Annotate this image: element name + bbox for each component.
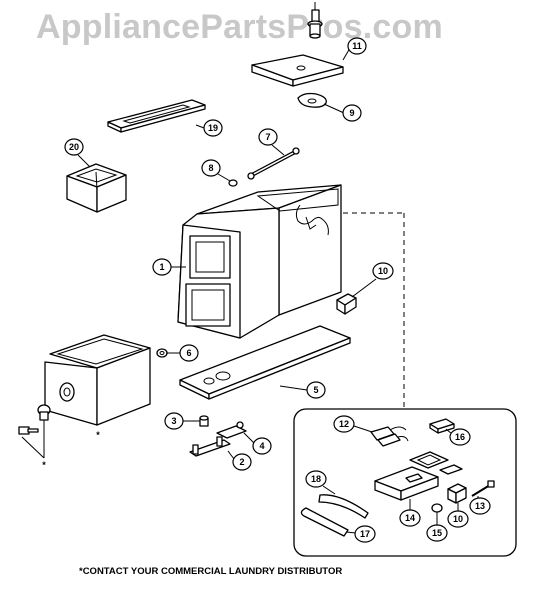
part-1-main-cabinet: [177, 184, 342, 339]
footer-note: *CONTACT YOUR COMMERCIAL LAUNDRY DISTRIB…: [79, 566, 343, 577]
part-19-slot-plate: [107, 99, 206, 133]
dashed-connector: [343, 212, 405, 409]
callout-9-label: 9: [349, 108, 354, 118]
callout-13: 13: [469, 496, 491, 515]
part-10-bracket-upper: [336, 293, 357, 315]
callout-1-label: 1: [159, 262, 164, 272]
part-16-connector: [429, 418, 455, 434]
callout-5-label: 5: [313, 385, 318, 395]
part-6-nut: [156, 348, 168, 358]
callout-16: 16: [445, 428, 471, 446]
callout-18: 18: [305, 470, 336, 495]
callout-17-label: 17: [360, 529, 370, 539]
callout-12-label: 12: [339, 419, 349, 429]
callout-16-label: 16: [455, 432, 465, 442]
callout-6-label: 6: [186, 348, 191, 358]
callout-4-label: 4: [259, 441, 264, 451]
callout-2-label: 2: [239, 457, 244, 467]
part-4-clip-plate: [216, 421, 247, 439]
callout-20-label: 20: [69, 142, 79, 152]
part-9-clip: [297, 92, 327, 108]
callout-15: 15: [426, 512, 448, 542]
callout-5: 5: [279, 381, 326, 399]
watermark: AppliancePartsPros.com: [36, 8, 443, 46]
callout-8: 8: [201, 159, 231, 182]
asterisk-mark-2: *: [96, 430, 100, 440]
callout-14-label: 14: [405, 513, 415, 523]
part-18-curved-bar: [318, 494, 369, 519]
callout-10-upper: 10: [351, 262, 394, 298]
lock-and-key: [18, 404, 51, 459]
callout-15-label: 15: [432, 528, 442, 538]
callout-3-label: 3: [171, 416, 176, 426]
part-5-base-plate: [179, 325, 351, 400]
part-2-bracket: [189, 436, 231, 457]
callout-7-label: 7: [265, 132, 270, 142]
callout-10-lower-label: 10: [453, 514, 463, 524]
callout-9: 9: [323, 103, 362, 122]
callout-3: 3: [164, 412, 200, 430]
part-17-bent-bar: [300, 507, 349, 537]
callout-6: 6: [167, 344, 199, 362]
callout-12: 12: [333, 415, 373, 433]
coin-drawer: [44, 334, 151, 426]
part-8-nut: [228, 179, 238, 187]
callout-11-label: 11: [352, 41, 362, 51]
callout-14: 14: [399, 499, 421, 527]
part-10-bracket-lower: [447, 483, 467, 504]
callout-7: 7: [258, 128, 285, 156]
callout-19: 19: [195, 119, 223, 137]
part-11-top-lid: [251, 2, 344, 87]
part-3-pin: [199, 415, 209, 427]
part-13-screw: [471, 480, 495, 497]
part-20-open-box: [66, 163, 127, 213]
callout-8-label: 8: [208, 163, 213, 173]
callout-20: 20: [64, 138, 91, 168]
callout-10-upper-label: 10: [378, 266, 388, 276]
callout-17: 17: [345, 525, 376, 543]
part-12-connector: [370, 426, 409, 447]
callout-11: 11: [342, 37, 367, 61]
part-14-switch-assembly: [374, 451, 463, 501]
part-15-nut: [431, 503, 443, 513]
callout-2: 2: [227, 450, 252, 471]
callout-13-label: 13: [475, 501, 485, 511]
asterisk-mark-1: *: [42, 460, 46, 470]
callout-10-lower: 10: [447, 503, 469, 528]
callout-19-label: 19: [208, 123, 218, 133]
callout-18-label: 18: [311, 474, 321, 484]
callout-1: 1: [152, 258, 186, 276]
part-7-rod: [247, 147, 300, 180]
callout-4: 4: [243, 432, 272, 455]
